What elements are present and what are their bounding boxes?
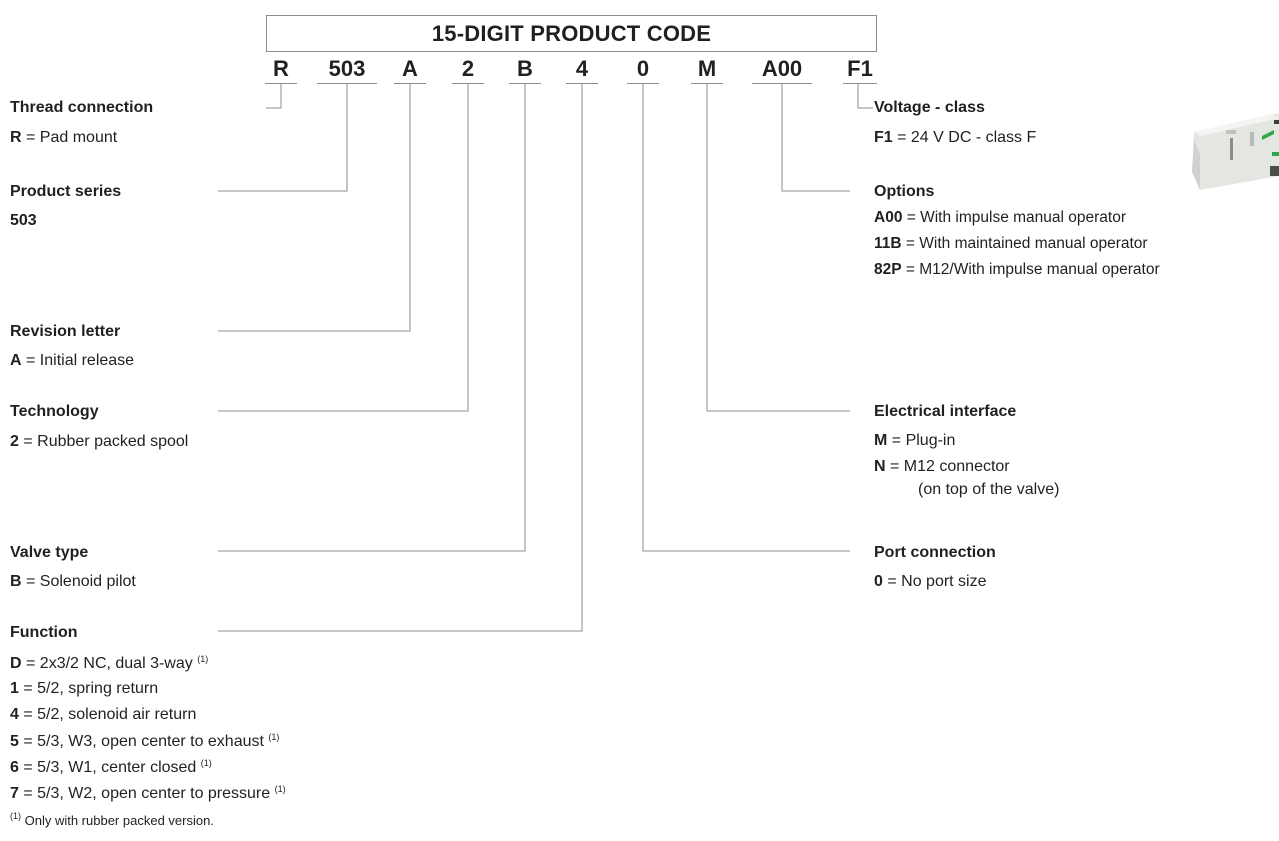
technology-item: 2 = Rubber packed spool: [10, 433, 188, 451]
electrical-item: N = M12 connector: [874, 458, 1010, 476]
leader-series: [218, 84, 347, 191]
series-heading: Product series: [10, 183, 121, 201]
function-item: 6 = 5/3, W1, center closed (1): [10, 758, 212, 777]
valve-type-item: B = Solenoid pilot: [10, 573, 136, 591]
electrical-item: M = Plug-in: [874, 432, 955, 450]
options-item: A00 = With impulse manual operator: [874, 209, 1126, 227]
leader-voltage: [858, 84, 873, 108]
port-item: 0 = No port size: [874, 573, 987, 591]
leader-electrical: [707, 84, 850, 411]
electrical-item-continuation: (on top of the valve): [918, 481, 1059, 499]
voltage-heading: Voltage - class: [874, 99, 985, 117]
electrical-heading: Electrical interface: [874, 403, 1016, 421]
voltage-item: F1 = 24 V DC - class F: [874, 129, 1036, 147]
thread-heading: Thread connection: [10, 99, 153, 117]
technology-heading: Technology: [10, 403, 99, 421]
thread-item: R = Pad mount: [10, 129, 117, 147]
options-item: 11B = With maintained manual operator: [874, 235, 1148, 253]
options-heading: Options: [874, 183, 934, 201]
valve-product-image: [1186, 114, 1279, 190]
function-item: D = 2x3/2 NC, dual 3-way (1): [10, 654, 208, 673]
leader-revision: [218, 84, 410, 331]
leader-technology: [218, 84, 468, 411]
series-value: 503: [10, 212, 37, 230]
function-footnote: (1) Only with rubber packed version.: [10, 811, 214, 828]
leader-thread: [266, 84, 281, 108]
revision-heading: Revision letter: [10, 323, 120, 341]
function-item: 7 = 5/3, W2, open center to pressure (1): [10, 784, 286, 803]
leader-function: [218, 84, 582, 631]
function-heading: Function: [10, 624, 78, 642]
function-item: 1 = 5/2, spring return: [10, 680, 158, 698]
leader-valve-type: [218, 84, 525, 551]
function-item: 4 = 5/2, solenoid air return: [10, 706, 196, 724]
valve-type-heading: Valve type: [10, 544, 88, 562]
options-item: 82P = M12/With impulse manual operator: [874, 261, 1160, 279]
port-heading: Port connection: [874, 544, 996, 562]
leader-options: [782, 84, 850, 191]
leader-port: [643, 84, 850, 551]
function-item: 5 = 5/3, W3, open center to exhaust (1): [10, 732, 279, 751]
revision-item: A = Initial release: [10, 352, 134, 370]
